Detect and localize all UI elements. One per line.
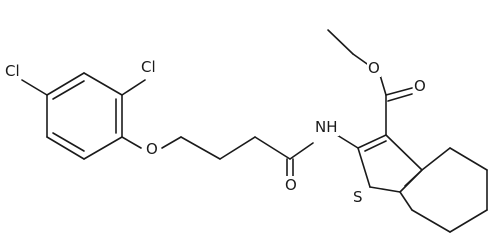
bond-cl-top [121, 79, 146, 96]
bond [46, 72, 85, 96]
amide-o-label: O [284, 176, 298, 194]
atom-ester-o-double: O [413, 77, 427, 96]
bond-chain [180, 136, 221, 160]
bond-n-c2 [336, 134, 359, 149]
thiophene-s-label: S [352, 188, 364, 206]
bond-ethyl [327, 29, 354, 55]
atom-amide-o: O [284, 176, 298, 195]
bond [369, 186, 401, 193]
bond [421, 147, 451, 171]
bond [46, 136, 85, 160]
cl-top-label: Cl [140, 58, 157, 76]
bond [411, 209, 451, 233]
bond-c-o-ester [379, 74, 387, 96]
atom-cl-left: Cl [4, 62, 21, 81]
double-bond-inner [364, 140, 387, 152]
bond [357, 134, 387, 149]
bond-c-n [289, 142, 314, 160]
bond-chain [219, 136, 256, 160]
double-bond-inner [52, 132, 85, 152]
bond [385, 134, 423, 171]
ether-o-label: O [145, 140, 159, 158]
double-bond-inner [404, 170, 422, 187]
bond-o-ch2 [161, 136, 182, 149]
bond [449, 147, 488, 171]
bond [399, 191, 413, 211]
bond-chain [254, 136, 291, 160]
atom-amide-nh: NH [314, 118, 339, 137]
bond [83, 136, 123, 160]
bond-aryl-o [121, 136, 142, 149]
bond [83, 72, 123, 96]
bond-cl-left [21, 79, 48, 96]
ester-o-double-label: O [413, 77, 427, 95]
atom-thiophene-s: S [352, 188, 364, 207]
bond [357, 147, 371, 188]
atom-ester-o-single: O [367, 59, 381, 78]
ester-carbonyl-bond [387, 93, 413, 102]
dichlorophenyl-ring [46, 72, 123, 160]
ester-o-single-label: O [367, 59, 381, 77]
ester-carbonyl-bond [385, 87, 413, 96]
amide-nh-label: NH [314, 118, 339, 136]
cl-left-label: Cl [4, 62, 21, 80]
double-bond-inner [52, 80, 85, 100]
bond [449, 209, 488, 233]
atom-cl-top: Cl [140, 58, 157, 77]
thiophene-ring [357, 134, 423, 193]
atom-ether-o: O [145, 140, 159, 159]
